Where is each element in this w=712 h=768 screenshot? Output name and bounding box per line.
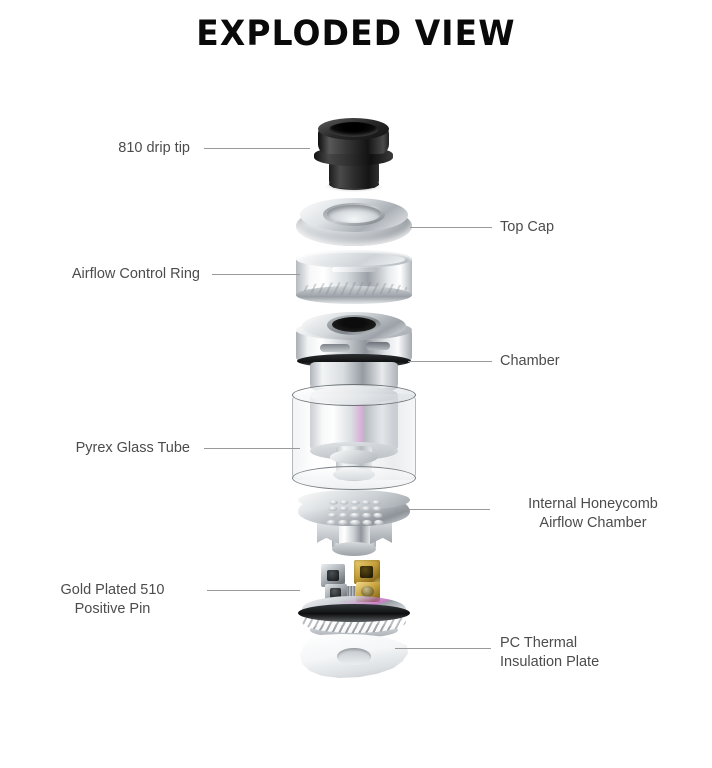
airflow-ring-knurling — [300, 282, 408, 295]
leader-line-positive-pin — [207, 590, 300, 591]
callout-label-airflow-control-ring: Airflow Control Ring — [71, 266, 200, 282]
callout-label-insulation-plate: PC Thermal Insulation Plate — [500, 635, 600, 670]
chamber-slot-right — [366, 342, 390, 350]
deck-post-silver-rear — [321, 564, 345, 587]
part-insulation-plate — [300, 634, 408, 684]
drip-tip-bore — [329, 122, 378, 137]
glass-tube-top-rim — [292, 384, 416, 406]
airflow-ring-inner-rim — [303, 253, 405, 266]
airflow-ring-bottom-rim — [296, 286, 412, 304]
leader-line-airflow-control-ring — [212, 274, 300, 275]
part-airflow-control-ring — [296, 250, 412, 306]
callout-label-top-cap: Top Cap — [500, 219, 555, 235]
insulation-plate-hole — [337, 648, 371, 665]
deck-o-ring — [298, 604, 410, 622]
leader-line-insulation-plate — [395, 648, 491, 649]
honeycomb-hole-grid — [326, 500, 384, 526]
callout-label-positive-pin: Gold Plated 510 Positive Pin — [60, 582, 165, 617]
chamber-slot-left — [320, 344, 350, 352]
leader-line-drip-tip — [204, 148, 310, 149]
top-cap-hole — [327, 205, 381, 223]
callout-label-drip-tip: 810 drip tip — [118, 140, 190, 156]
leader-line-pyrex-glass-tube — [204, 448, 300, 449]
callout-label-honeycomb-airflow-chamber: Internal Honeycomb Airflow Chamber — [528, 496, 658, 531]
honeycomb-cone-edge — [298, 490, 410, 510]
page-title: EXPLODED VIEW — [196, 14, 516, 54]
leader-line-chamber — [408, 361, 492, 362]
callout-label-pyrex-glass-tube: Pyrex Glass Tube — [75, 440, 190, 456]
part-pyrex-glass-tube — [292, 384, 416, 496]
deck-coil-wire — [343, 586, 365, 597]
leader-line-honeycomb-airflow-chamber — [395, 509, 490, 510]
part-top-cap — [296, 198, 412, 254]
part-chamber — [296, 312, 412, 394]
leader-line-top-cap — [410, 227, 492, 228]
chamber-bore — [332, 317, 376, 332]
part-honeycomb-airflow-chamber — [294, 486, 414, 562]
part-drip-tip — [303, 118, 403, 196]
deck-post-gold-rear — [354, 560, 380, 584]
glass-tube-bottom-rim — [292, 466, 416, 490]
part-build-deck — [294, 556, 414, 638]
airflow-ring-slot — [332, 267, 376, 272]
honeycomb-base-rim — [332, 542, 376, 556]
callout-label-chamber: Chamber — [500, 353, 560, 369]
